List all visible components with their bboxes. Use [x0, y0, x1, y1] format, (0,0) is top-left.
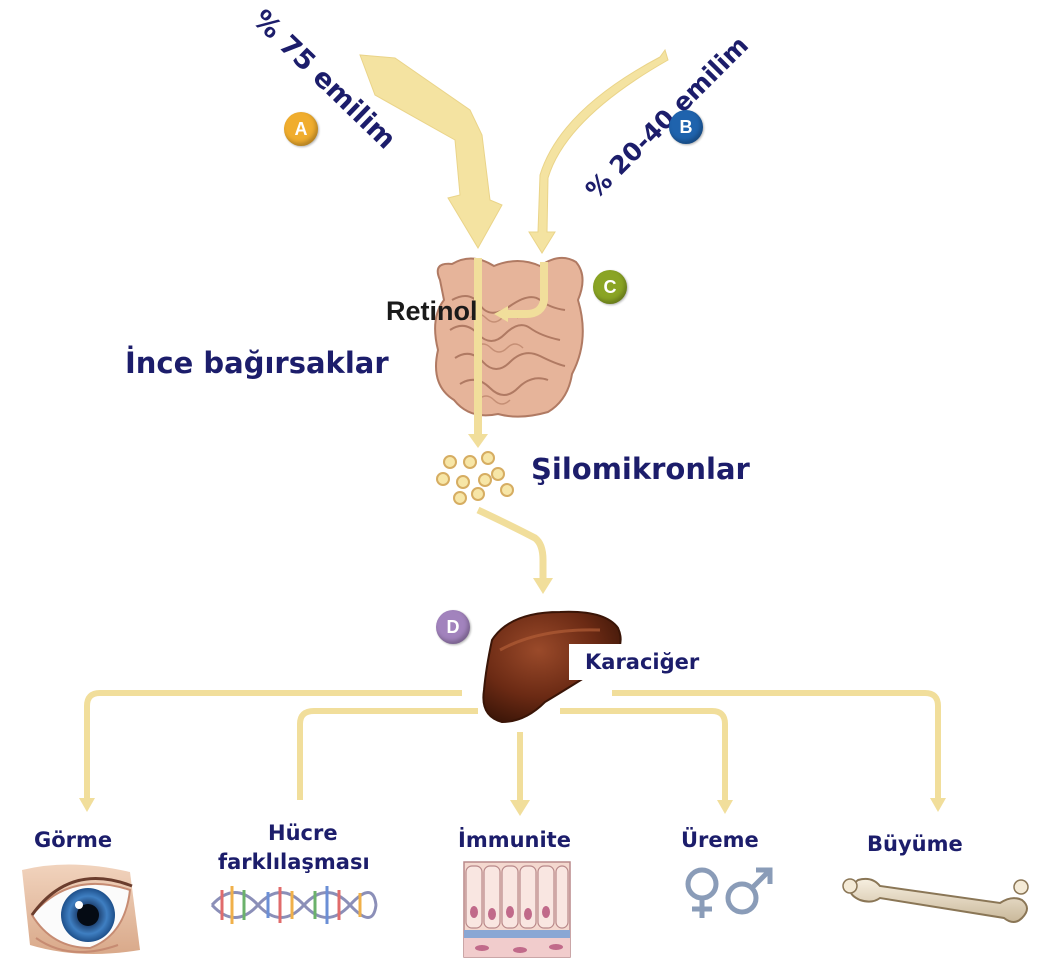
function-label-growth: Büyüme — [867, 832, 963, 856]
badge-b: B — [669, 110, 703, 144]
eye-illustration — [22, 864, 140, 954]
function-label-differentiation-line1: Hücre — [268, 821, 338, 845]
small-intestine-label: İnce bağırsaklar — [125, 346, 389, 380]
liver-label: Karaciğer — [569, 644, 711, 680]
retinol-label: Retinol — [386, 296, 478, 327]
bone-illustration — [843, 879, 1028, 922]
chylomicron-to-liver-arrow — [478, 510, 553, 594]
dna-illustration — [212, 886, 376, 924]
function-label-immunity: İmmunite — [458, 828, 571, 852]
epithelium-illustration — [464, 862, 570, 957]
chylomicrons-label: Şilomikronlar — [531, 452, 750, 486]
badge-a: A — [284, 112, 318, 146]
chylomicron-particles — [437, 452, 513, 504]
gender-symbols — [688, 870, 770, 918]
badge-d: D — [436, 610, 470, 644]
function-label-vision: Görme — [34, 828, 112, 852]
function-label-reproduction: Üreme — [681, 828, 759, 852]
small-intestine-illustration — [435, 258, 583, 417]
badge-c: C — [593, 270, 627, 304]
function-label-differentiation-line2: farklılaşması — [218, 850, 370, 874]
distribution-arrowheads — [79, 798, 946, 816]
